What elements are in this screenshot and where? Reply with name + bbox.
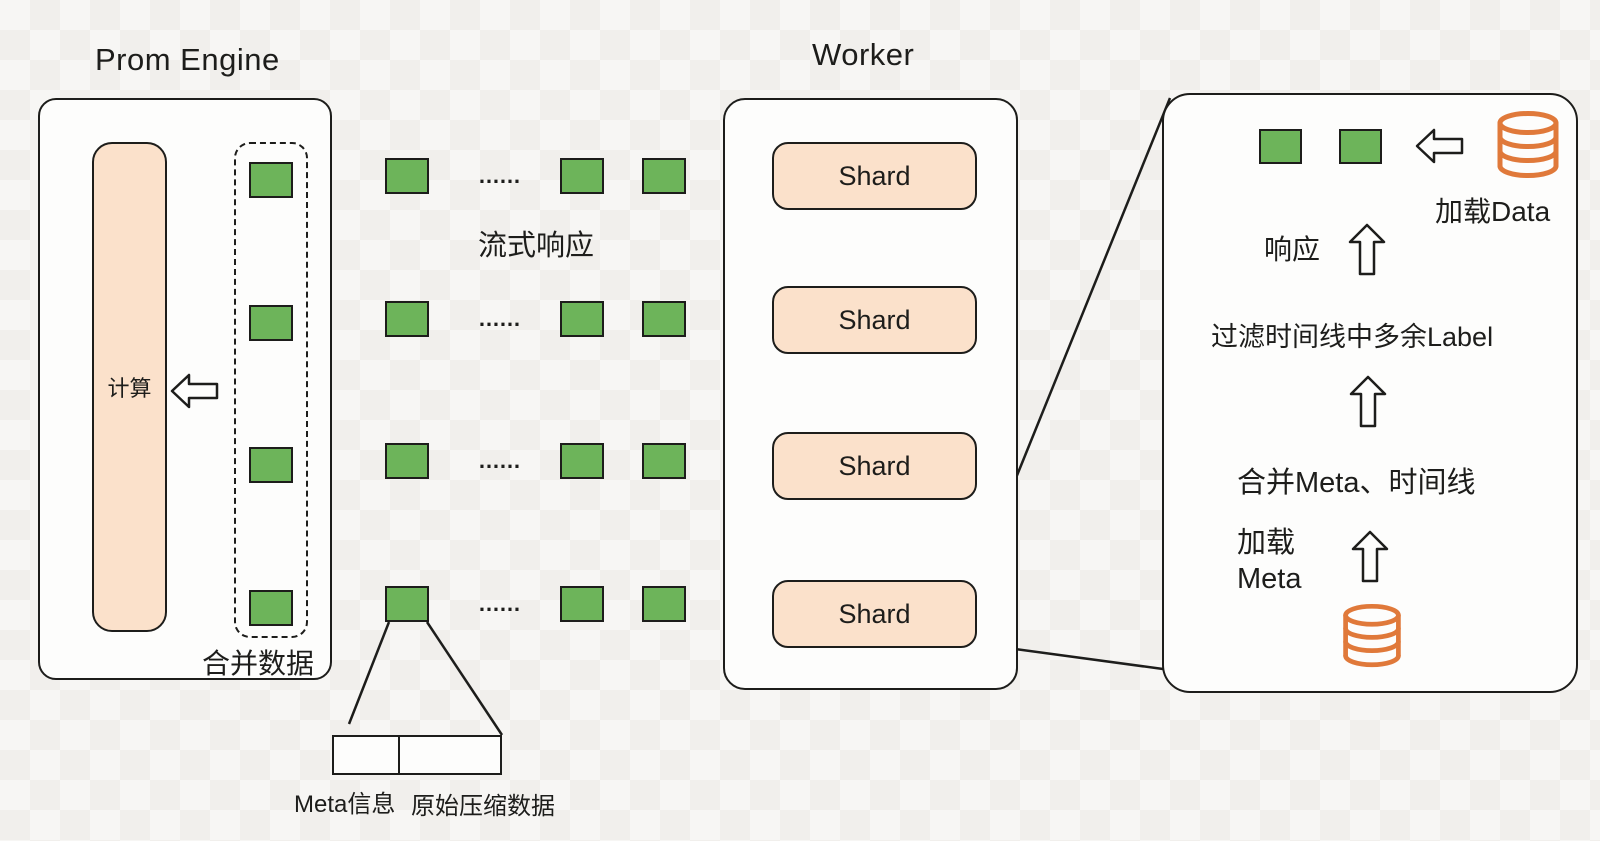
chunk-structure-rect	[332, 735, 502, 775]
data-chunk	[560, 158, 604, 194]
data-chunk	[642, 586, 686, 622]
ellipsis: ……	[478, 591, 521, 616]
stream-response-label: 流式响应	[478, 230, 595, 262]
worker-box: Shard Shard Shard Shard	[723, 98, 1018, 690]
stream-row: ……	[385, 443, 686, 479]
data-chunk	[642, 301, 686, 337]
compute-label: 计算	[107, 376, 152, 401]
shard-detail-panel: 加载Data 响应 过滤时间线中多余Label 合并Meta、时间线 加载 Me…	[1162, 93, 1578, 693]
stream-row: ……	[385, 586, 686, 622]
data-chunk	[385, 586, 429, 622]
merge-data-label: 合并数据	[202, 648, 315, 679]
data-chunk	[249, 305, 293, 341]
left-block-arrow-icon	[1415, 128, 1464, 164]
data-chunk	[560, 443, 604, 479]
filter-label: 过滤时间线中多余Label	[1211, 322, 1494, 352]
shard-box: Shard	[772, 286, 977, 354]
shard-box: Shard	[772, 432, 977, 500]
up-block-arrow-icon	[1349, 375, 1387, 428]
left-block-arrow-icon	[170, 373, 219, 409]
ellipsis: ……	[478, 306, 521, 331]
meta-cell	[334, 737, 400, 773]
raw-data-cell	[400, 737, 500, 773]
stream-row: ……	[385, 301, 686, 337]
shard-box: Shard	[772, 142, 977, 210]
compute-pill: 计算	[92, 142, 167, 632]
prom-engine-title: Prom Engine	[95, 42, 280, 77]
load-data-label: 加载Data	[1435, 196, 1551, 227]
shard-label: Shard	[838, 450, 911, 481]
data-chunk	[385, 443, 429, 479]
connector-line-chunk-to-cell-left	[347, 621, 391, 725]
raw-compressed-label: 原始压缩数据	[411, 793, 555, 820]
stream-row: ……	[385, 158, 686, 194]
data-chunk	[1339, 129, 1382, 164]
shard-label: Shard	[838, 160, 911, 191]
data-chunk	[642, 158, 686, 194]
data-chunk	[385, 158, 429, 194]
up-block-arrow-icon	[1348, 223, 1386, 276]
data-chunk	[560, 586, 604, 622]
response-label: 响应	[1264, 234, 1321, 265]
data-chunk	[1259, 129, 1302, 164]
merge-dashed-box	[234, 142, 308, 638]
data-chunk	[249, 447, 293, 483]
load-meta-label: 加载 Meta	[1237, 527, 1302, 595]
database-icon	[1343, 603, 1401, 668]
database-icon	[1497, 111, 1559, 178]
data-chunk	[249, 162, 293, 198]
ellipsis: ……	[478, 448, 521, 473]
data-chunk	[560, 301, 604, 337]
connector-line-chunk-to-cell-right	[425, 621, 504, 736]
prom-engine-box: 计算 合并数据	[38, 98, 332, 680]
merge-meta-label: 合并Meta、时间线	[1237, 467, 1476, 499]
shard-label: Shard	[838, 598, 911, 629]
data-chunk	[642, 443, 686, 479]
shard-box: Shard	[772, 580, 977, 648]
worker-title: Worker	[812, 37, 915, 72]
data-chunk	[385, 301, 429, 337]
up-block-arrow-icon	[1351, 530, 1389, 583]
data-chunk	[249, 590, 293, 626]
ellipsis: ……	[478, 163, 521, 188]
meta-info-label: Meta信息	[294, 791, 396, 818]
shard-label: Shard	[838, 304, 911, 335]
